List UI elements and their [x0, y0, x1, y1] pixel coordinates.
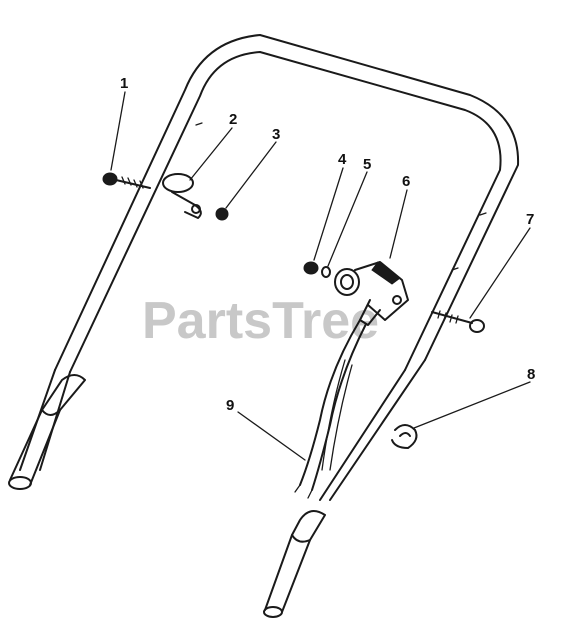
callout-labels: 1 2 3 4 5 6 7 8 9	[120, 75, 535, 414]
watermark: PartsTree	[142, 292, 379, 350]
part-9-control-cable	[294, 319, 367, 499]
callout-8: 8	[527, 366, 535, 383]
callout-9: 9	[226, 397, 234, 414]
upper-handle	[54, 34, 520, 373]
callout-1: 1	[120, 75, 128, 92]
part-6-throttle-control	[334, 261, 409, 326]
part-8-cable-clip	[391, 424, 418, 449]
part-3-nut	[215, 207, 229, 221]
callout-3: 3	[272, 126, 280, 143]
callout-7: 7	[526, 211, 534, 228]
part-5-washer	[321, 266, 331, 278]
part-1-bolt	[102, 172, 151, 189]
lower-right-handle	[263, 359, 426, 618]
callout-6: 6	[402, 173, 410, 190]
part-4-nut	[303, 261, 319, 275]
callout-4: 4	[338, 151, 347, 168]
callout-5: 5	[363, 156, 371, 173]
leader-lines	[110, 91, 531, 461]
lower-left-handle	[8, 369, 86, 490]
callout-2: 2	[229, 111, 237, 128]
part-7-bolt	[431, 310, 485, 333]
part-2-cable-guide	[162, 173, 202, 219]
